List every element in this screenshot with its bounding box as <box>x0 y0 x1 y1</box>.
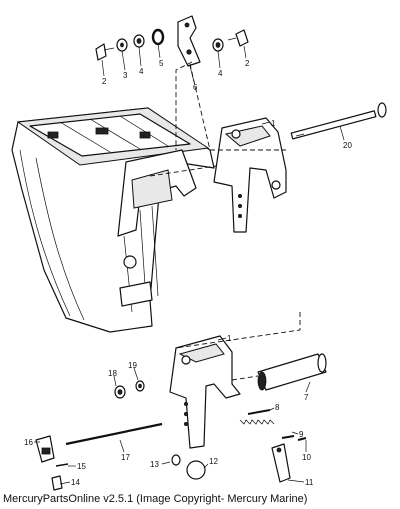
copyright-footer: MercuryPartsOnline v2.5.1 (Image Copyrig… <box>3 493 308 505</box>
callout-16: 16 <box>24 438 33 447</box>
lower-left-hardware <box>35 380 206 491</box>
callout-11: 11 <box>305 478 314 487</box>
callout-20: 20 <box>343 141 352 150</box>
callout-9: 9 <box>299 430 304 439</box>
callout-12: 12 <box>209 457 218 466</box>
tilt-bolt <box>290 102 387 140</box>
callout-17: 17 <box>121 453 130 462</box>
callout-4-left: 4 <box>139 67 144 76</box>
trim-cylinder <box>257 353 327 391</box>
callout-15: 15 <box>77 462 86 471</box>
swivel-lever <box>177 15 201 67</box>
callout-5: 5 <box>159 59 164 68</box>
spring <box>239 419 275 425</box>
transom-bracket-upper <box>149 117 287 233</box>
callout-14: 14 <box>71 478 80 487</box>
thumb-bolt-right <box>235 29 249 47</box>
callout-8: 8 <box>275 403 280 412</box>
callout-labels: 2 3 4 5 6 4 2 1 20 1 7 8 9 10 11 12 13 1… <box>24 59 352 487</box>
callout-1-bottom: 1 <box>227 334 232 343</box>
thumb-bolt-left <box>95 43 107 61</box>
lock-hardware <box>239 409 307 483</box>
callout-13: 13 <box>150 460 159 469</box>
callout-10: 10 <box>302 453 311 462</box>
callout-4-right: 4 <box>218 69 223 78</box>
callout-leaders <box>34 43 345 485</box>
callout-1-top: 1 <box>271 119 276 128</box>
callout-19: 19 <box>128 361 137 370</box>
transom-bracket-lower <box>169 312 301 449</box>
callout-2-right: 2 <box>245 59 250 68</box>
callout-7: 7 <box>304 393 309 402</box>
callout-6: 6 <box>193 83 198 92</box>
driveshaft-housing <box>11 107 215 333</box>
callout-2-left: 2 <box>102 77 107 86</box>
top-hardware <box>95 15 249 151</box>
lock-lever <box>271 443 291 483</box>
callout-3: 3 <box>123 71 128 80</box>
o-ring <box>151 28 165 46</box>
callout-18: 18 <box>108 369 117 378</box>
